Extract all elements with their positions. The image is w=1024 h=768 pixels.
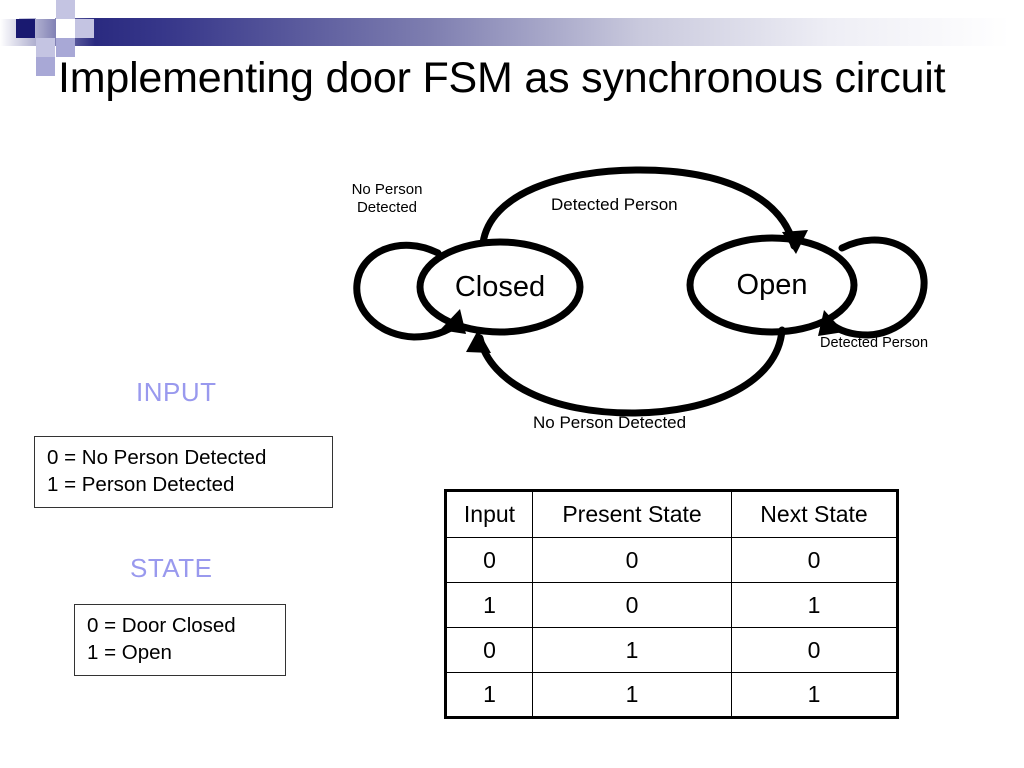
table-cell-input: 0 (445, 627, 533, 673)
fsm-label-line-1: No Person (351, 181, 423, 198)
table-cell-present: 1 (532, 627, 732, 673)
fsm-label-self-loop-open: Detected Person (820, 335, 929, 351)
fsm-label-line-2: Detected (356, 199, 418, 217)
table-header-next-state: Next State (731, 490, 898, 538)
table-header-row: Input Present State Next State (445, 490, 898, 538)
table-cell-input: 1 (445, 582, 533, 628)
table-cell-next: 1 (731, 672, 898, 718)
arrowhead-self-loop-open (818, 310, 844, 336)
table-cell-input: 0 (445, 537, 533, 583)
state-legend-heading: STATE (130, 553, 213, 583)
state-legend-line-1: 1 = Open (87, 640, 172, 664)
table-header-input: Input (445, 490, 533, 538)
state-transition-table: Input Present State Next State 0 0 0 1 0… (444, 489, 899, 719)
self-loop-closed (353, 241, 462, 341)
header-square-light-2 (56, 0, 75, 19)
input-legend-line-0: 0 = No Person Detected (47, 446, 267, 469)
table-row: 0 1 0 (445, 627, 898, 673)
table-cell-present: 0 (532, 537, 732, 583)
header-square-light-8 (0, 0, 19, 19)
arrowhead-open-to-closed (466, 330, 491, 353)
transition-closed-to-open (479, 166, 798, 250)
header-square-light-7 (75, 19, 94, 38)
input-legend-line-1: 1 = Person Detected (47, 472, 235, 496)
state-legend-line-0: 0 = Door Closed (87, 614, 236, 637)
header-square-light-6 (36, 57, 55, 76)
state-ellipse-closed (416, 238, 584, 336)
header-square-light-1 (36, 0, 55, 19)
table-cell-next: 1 (731, 582, 898, 628)
state-ellipse-open (686, 234, 858, 336)
state-legend-box: 0 = Door Closed 1 = Open (74, 604, 286, 677)
header-square-navy (16, 19, 35, 38)
fsm-label-closed-to-open: Detected Person (551, 195, 678, 214)
slide-title: Implementing door FSM as synchronous cir… (58, 54, 946, 102)
header-gradient-bar (0, 18, 1024, 46)
table-row: 1 1 1 (445, 672, 898, 718)
state-label-open: Open (737, 269, 808, 301)
fsm-diagram: Closed Open (353, 166, 928, 417)
header-square-light-4 (36, 38, 55, 57)
table-header-present-state: Present State (532, 490, 732, 538)
input-legend-box: 0 = No Person Detected 1 = Person Detect… (34, 436, 333, 509)
input-legend-heading: INPUT (136, 377, 217, 407)
self-loop-open (826, 236, 928, 339)
state-label-closed: Closed (455, 271, 545, 303)
table-cell-input: 1 (445, 672, 533, 718)
table-row: 0 0 0 (445, 537, 898, 583)
table-cell-next: 0 (731, 537, 898, 583)
header-square-light-5 (56, 38, 75, 57)
table-cell-present: 1 (532, 672, 732, 718)
header-square-light-3 (56, 19, 75, 38)
table-cell-present: 0 (532, 582, 732, 628)
fsm-label-open-to-closed: No Person Detected (533, 413, 687, 432)
fsm-label-self-loop-closed: No Person Detected (339, 181, 435, 218)
table-row: 1 0 1 (445, 582, 898, 628)
arrowhead-closed-to-open (782, 230, 808, 254)
arrowhead-self-loop-closed (440, 309, 466, 334)
table-cell-next: 0 (731, 627, 898, 673)
transition-open-to-closed (476, 326, 786, 417)
